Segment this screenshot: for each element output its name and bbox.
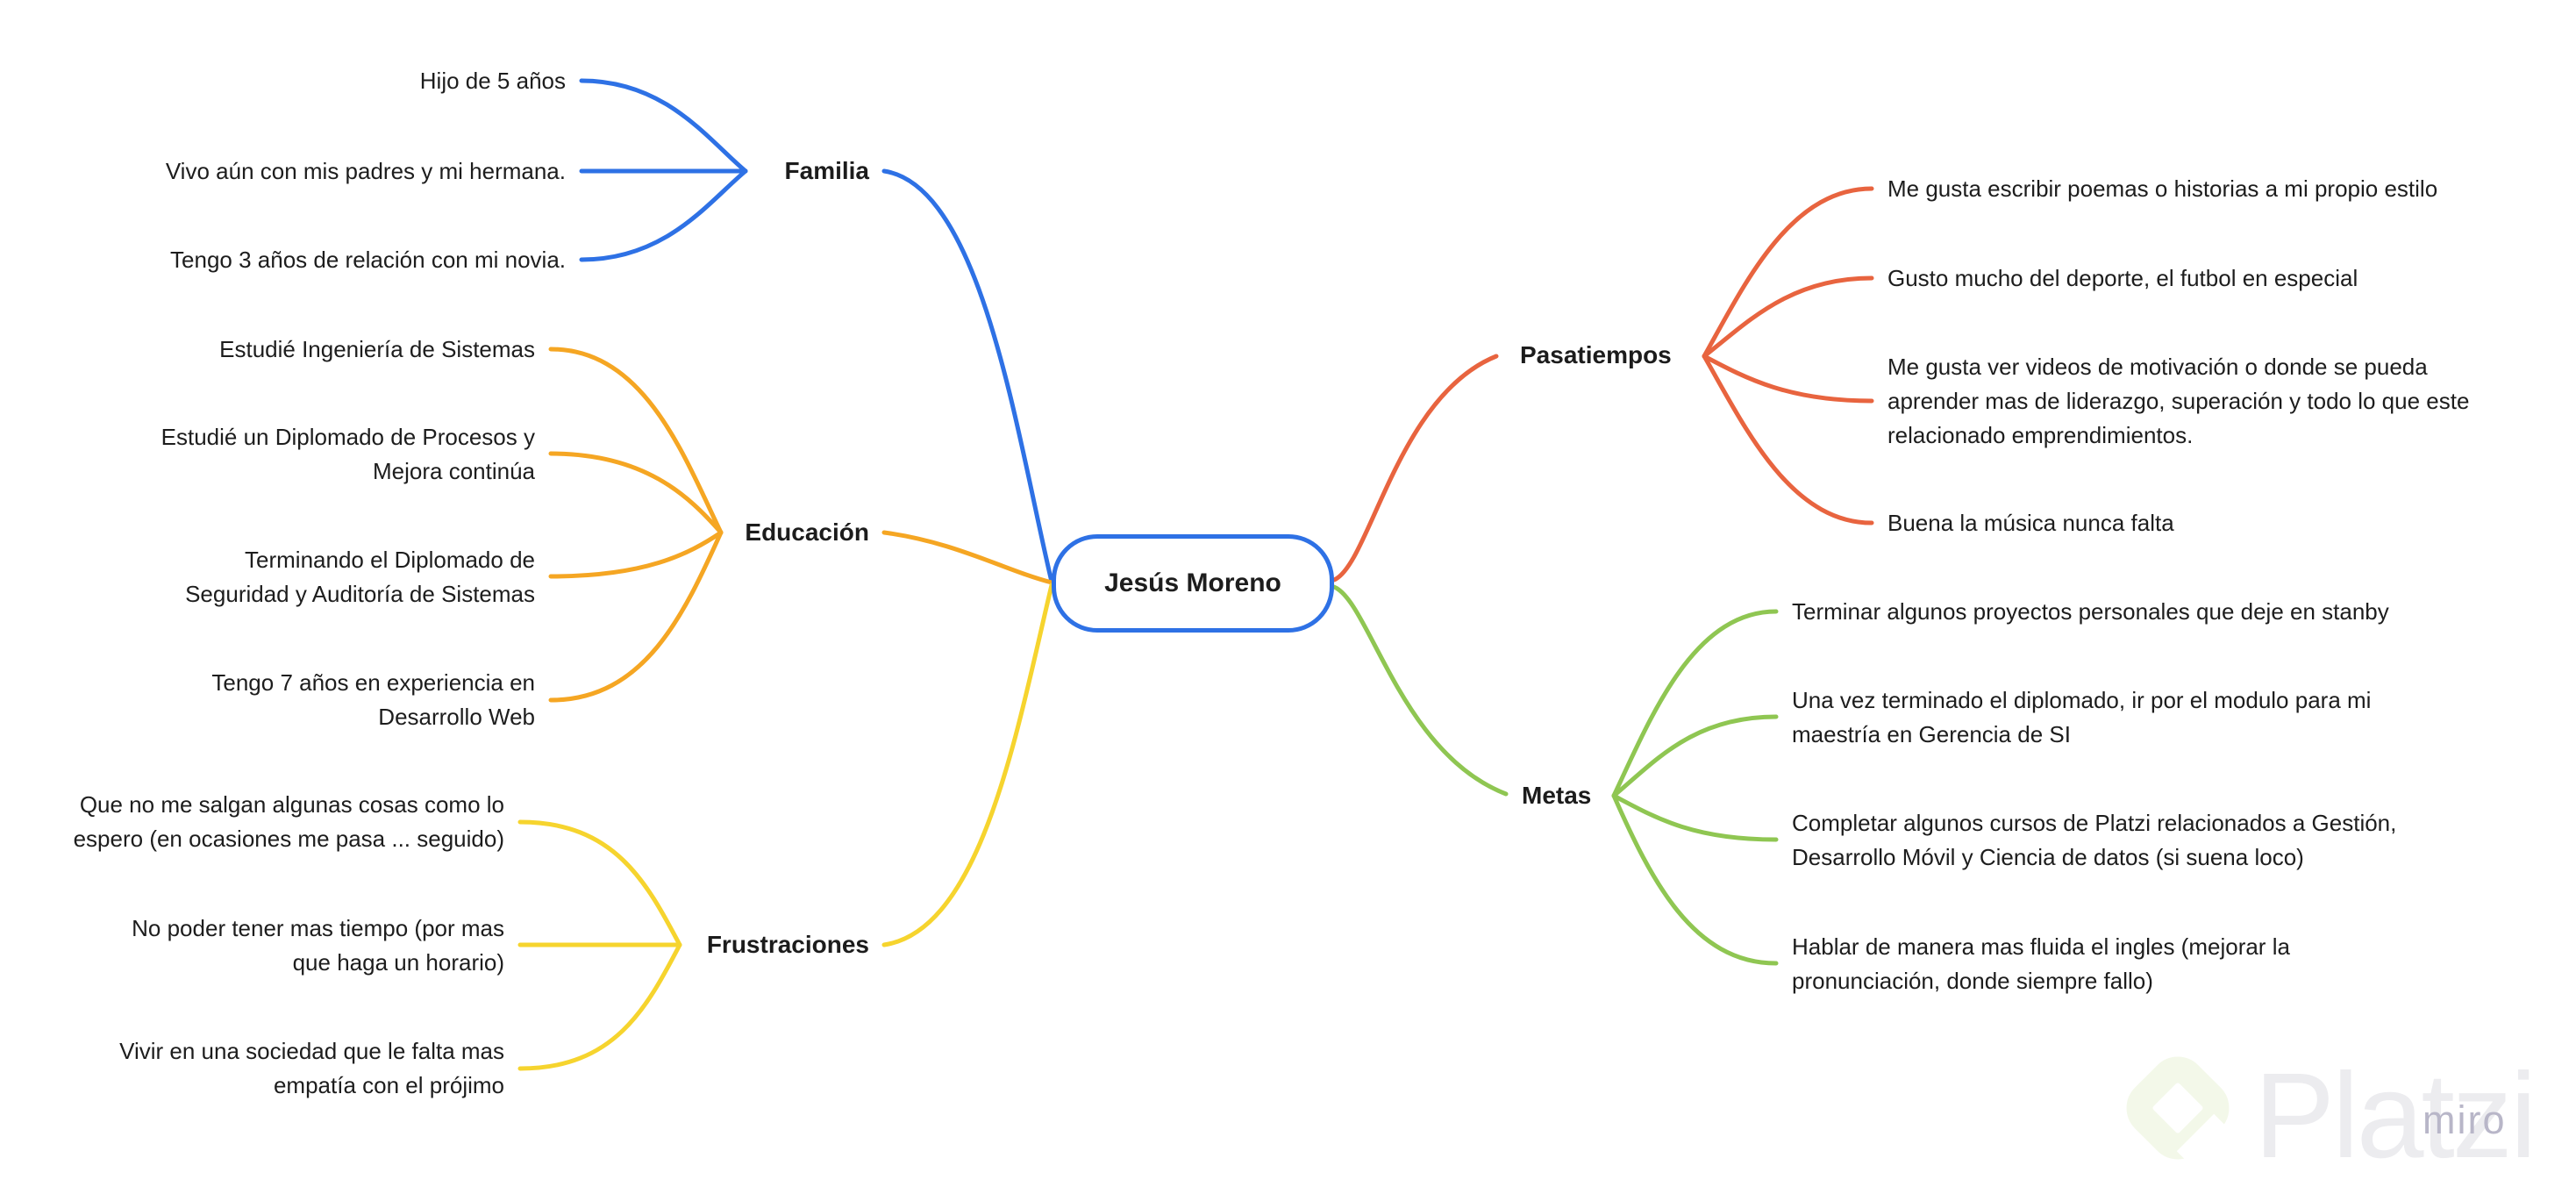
frustraciones-child-line-3 xyxy=(517,942,682,1071)
branch-label-frustraciones[interactable]: Frustraciones xyxy=(706,931,869,958)
metas-child-line-1 xyxy=(1611,609,1779,798)
frustraciones-center-line xyxy=(881,583,1054,947)
branch-label-familia[interactable]: Familia xyxy=(784,157,869,184)
educacion-child-4[interactable]: Tengo 7 años en experiencia en Desarroll… xyxy=(211,669,535,730)
educacion-child-3[interactable]: Terminando el Diplomado de Seguridad y A… xyxy=(185,547,535,607)
metas-child-line-3 xyxy=(1611,793,1779,842)
familia-child-1[interactable]: Hijo de 5 años xyxy=(419,68,566,94)
educacion-child-line-3 xyxy=(548,530,724,579)
branch-label-educacion[interactable]: Educación xyxy=(745,518,869,546)
central-topic-node[interactable]: Jesús Moreno xyxy=(1052,534,1334,633)
educacion-child-line-4 xyxy=(548,530,724,703)
central-topic-label: Jesús Moreno xyxy=(1104,568,1281,597)
educacion-child-line-2 xyxy=(548,451,724,535)
pasatiempos-child-1[interactable]: Me gusta escribir poemas o historias a m… xyxy=(1887,175,2438,202)
familia-child-3[interactable]: Tengo 3 años de relación con mi novia. xyxy=(170,247,566,273)
educacion-center-line xyxy=(881,530,1054,585)
metas-child-2[interactable]: Una vez terminado el diplomado, ir por e… xyxy=(1792,687,2372,747)
pasatiempos-child-line-4 xyxy=(1702,354,1874,526)
branch-label-pasatiempos[interactable]: Pasatiempos xyxy=(1520,341,1672,368)
familia-child-line-3 xyxy=(579,168,748,262)
educacion-child-2[interactable]: Estudié un Diplomado de Procesos y Mejor… xyxy=(161,424,535,484)
educacion-child-line-1 xyxy=(548,347,724,535)
branch-label-metas[interactable]: Metas xyxy=(1522,782,1592,809)
metas-child-1[interactable]: Terminar algunos proyectos personales qu… xyxy=(1792,598,2389,625)
metas-child-line-4 xyxy=(1611,793,1779,966)
frustraciones-child-2[interactable]: No poder tener mas tiempo (por mas que h… xyxy=(132,915,504,976)
frustraciones-child-line-1 xyxy=(517,819,682,947)
familia-child-2[interactable]: Vivo aún con mis padres y mi hermana. xyxy=(165,158,566,184)
pasatiempos-child-line-3 xyxy=(1702,354,1874,404)
familia-center-line xyxy=(881,168,1054,584)
pasatiempos-child-4[interactable]: Buena la música nunca falta xyxy=(1887,510,2174,536)
pasatiempos-child-line-1 xyxy=(1702,186,1874,359)
pasatiempos-child-2[interactable]: Gusto mucho del deporte, el futbol en es… xyxy=(1887,265,2358,291)
educacion-child-1[interactable]: Estudié Ingeniería de Sistemas xyxy=(219,336,535,362)
pasatiempos-child-line-2 xyxy=(1702,275,1874,359)
pasatiempos-center-line xyxy=(1331,354,1499,583)
metas-child-line-2 xyxy=(1611,714,1779,798)
metas-center-line xyxy=(1331,584,1509,797)
frustraciones-child-3[interactable]: Vivir en una sociedad que le falta mas e… xyxy=(119,1038,504,1098)
metas-child-4[interactable]: Hablar de manera mas fluida el ingles (m… xyxy=(1792,933,2290,994)
frustraciones-child-1[interactable]: Que no me salgan algunas cosas como lo e… xyxy=(73,791,504,852)
familia-child-line-1 xyxy=(579,78,748,174)
metas-child-3[interactable]: Completar algunos cursos de Platzi relac… xyxy=(1792,810,2397,870)
pasatiempos-child-3[interactable]: Me gusta ver videos de motivación o dond… xyxy=(1887,354,2470,448)
